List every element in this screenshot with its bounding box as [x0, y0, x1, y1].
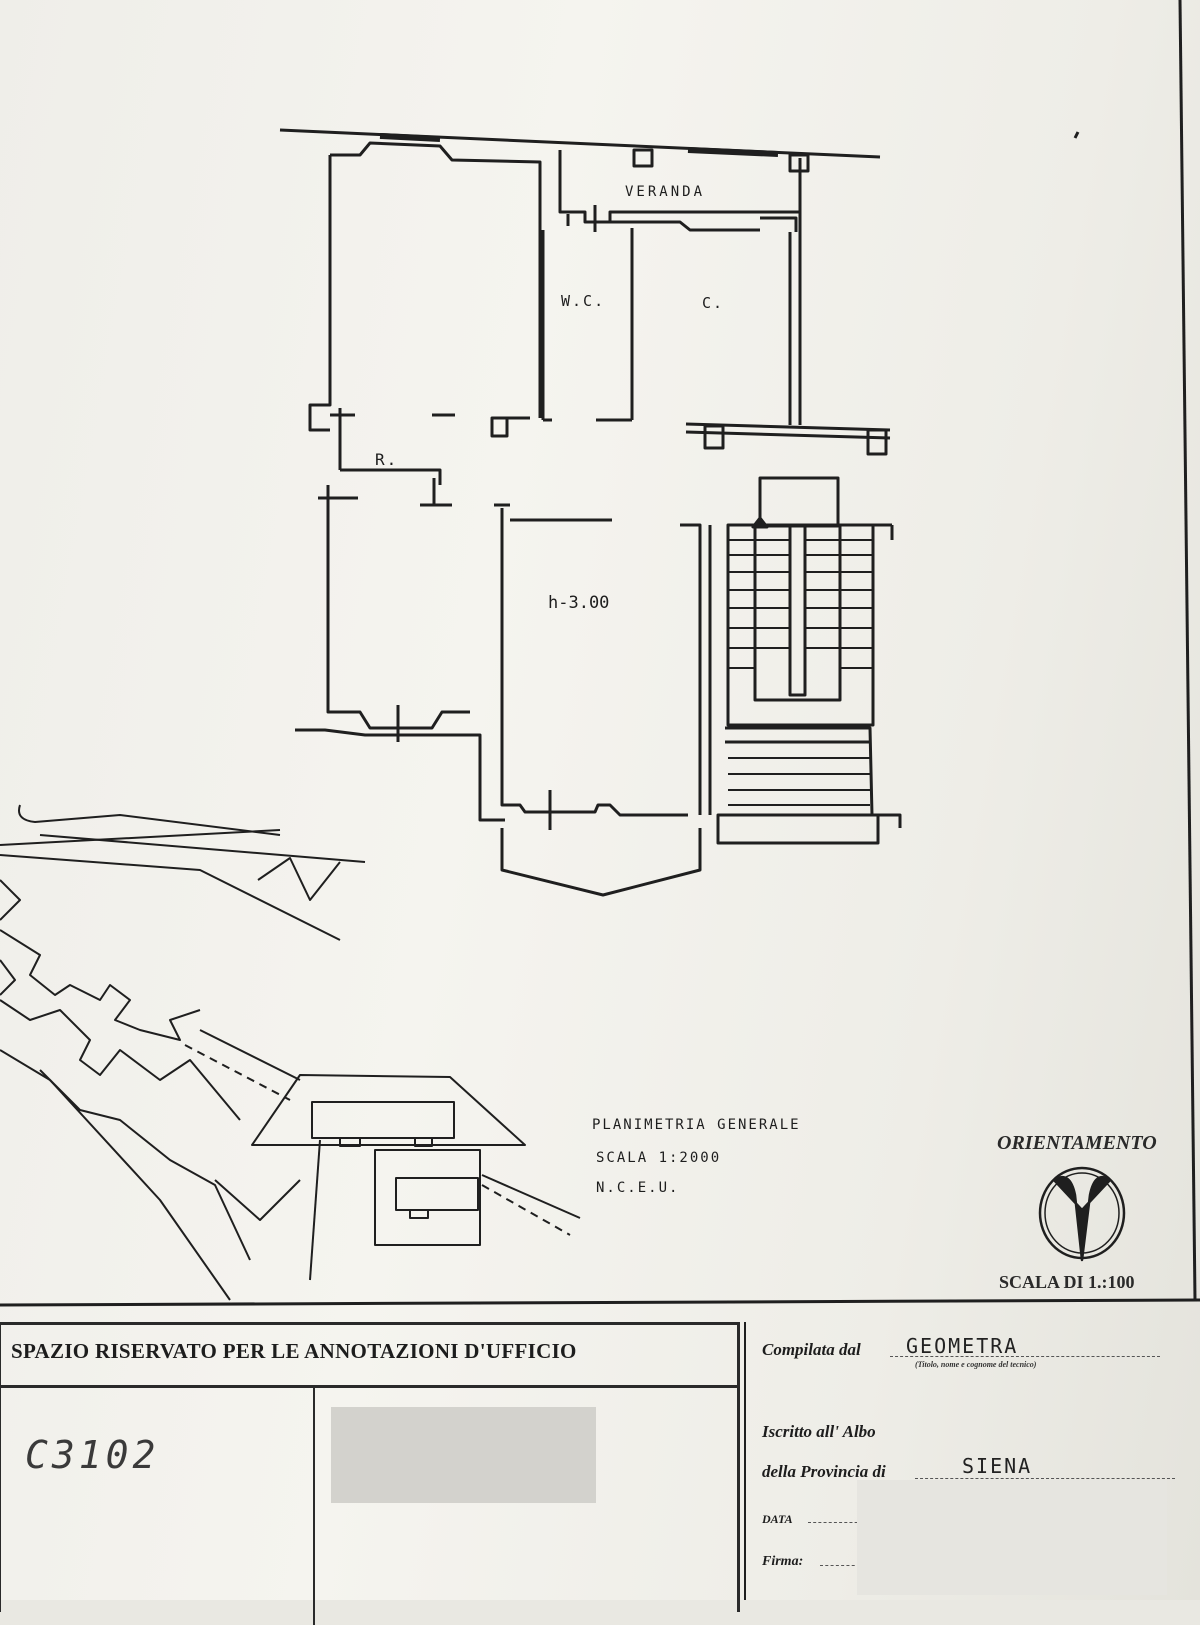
register-row: Iscritto all' Albo	[762, 1422, 876, 1442]
date-label: DATA	[762, 1512, 793, 1526]
date-row: DATA	[762, 1508, 793, 1527]
orientation-label: ORIENTAMENTO	[997, 1132, 1157, 1154]
room-label-veranda: VERANDA	[625, 184, 705, 200]
drawing-scale-label: SCALA DI 1.:100	[999, 1272, 1135, 1292]
room-label-storage: R.	[375, 450, 398, 469]
room-label-kitchen: C.	[702, 294, 724, 312]
date-line	[808, 1522, 868, 1523]
office-column-divider	[313, 1385, 315, 1625]
site-plan-title: PLANIMETRIA GENERALE	[592, 1117, 801, 1133]
office-annotations-box: SPAZIO RISERVATO PER LE ANNOTAZIONI D'UF…	[0, 1322, 740, 1625]
stray-mark	[1073, 131, 1080, 139]
stair-treads	[728, 539, 873, 806]
site-plan-scale: SCALA 1:2000	[596, 1150, 721, 1166]
site-plan-registry: N.C.E.U.	[596, 1180, 679, 1196]
compiled-by-value: GEOMETRA	[906, 1334, 1019, 1358]
province-label: della Provincia di	[762, 1462, 886, 1481]
office-annotations-title: SPAZIO RISERVATO PER LE ANNOTAZIONI D'UF…	[11, 1339, 577, 1363]
redacted-area	[331, 1407, 596, 1503]
compass-icon	[1038, 1166, 1126, 1262]
ceiling-height-label: h-3.00	[548, 593, 609, 613]
register-label: Iscritto all' Albo	[762, 1422, 876, 1441]
room-label-wc: W.C.	[561, 292, 605, 310]
province-value: SIENA	[962, 1454, 1033, 1478]
signature-label: Firma:	[762, 1554, 804, 1569]
province-row: della Provincia di	[762, 1462, 886, 1482]
compiled-by-line	[890, 1356, 1160, 1357]
signature-row: Firma:	[762, 1550, 803, 1570]
compiled-by-label: Compilata dal	[762, 1340, 861, 1359]
floor-plan-walls	[279, 128, 902, 897]
compiled-by-note: (Titolo, nome e cognome del tecnico)	[915, 1360, 1037, 1369]
office-handwritten-note: C3102	[25, 1433, 160, 1477]
compiled-by-row: Compilata dal	[762, 1340, 861, 1360]
office-divider	[1, 1385, 737, 1388]
redacted-area	[857, 1480, 1167, 1595]
site-plan-drawing	[0, 804, 581, 1301]
province-line	[915, 1478, 1175, 1479]
signature-line	[820, 1565, 860, 1566]
